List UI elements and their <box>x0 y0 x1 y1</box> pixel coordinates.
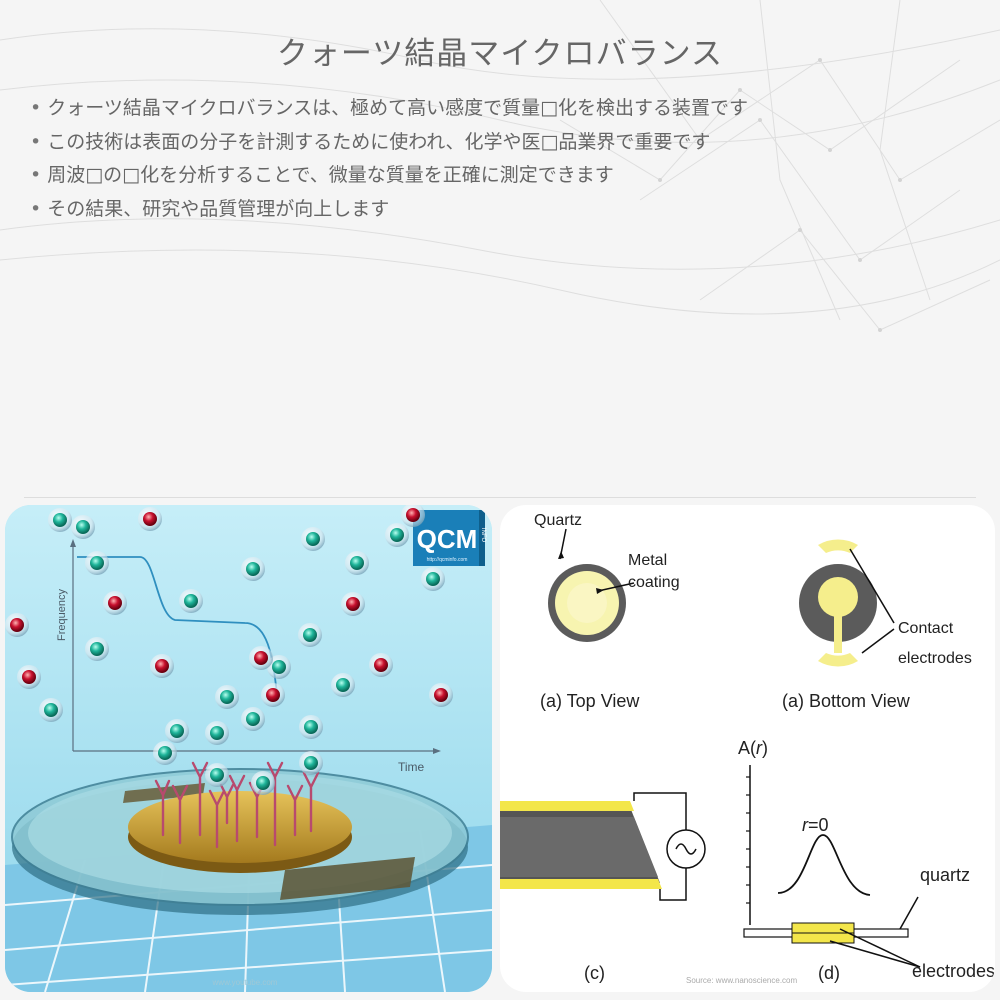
receptors <box>154 761 320 849</box>
label-contact-line-1: Contact <box>898 620 954 637</box>
side-view-crystal <box>500 801 662 889</box>
label-quartz-small: quartz <box>920 865 970 885</box>
page-title: クォーツ結晶マイクロバランス <box>276 36 724 72</box>
logo-side-text: INFO <box>480 528 486 543</box>
logo-text: QCM <box>417 524 478 554</box>
network-background <box>0 0 1000 332</box>
label-peak: r=0 <box>802 815 829 835</box>
qcm-illustration-svg: Frequency Time QCM INFO http://qcminfo.c… <box>5 505 492 992</box>
quartz-disk <box>11 768 469 915</box>
bottom-view-leaders <box>849 548 895 654</box>
caption-top-view: (a) Top View <box>540 691 640 711</box>
circuit-wires <box>633 792 706 901</box>
qcm-logo: QCM INFO http://qcminfo.com <box>413 510 486 566</box>
top-view-disk <box>548 564 626 642</box>
plot-ylabel: Frequency <box>56 589 68 641</box>
watermark: www.youtube.com <box>212 978 278 987</box>
qcm-illustration: Frequency Time QCM INFO http://qcminfo.c… <box>5 505 492 992</box>
amplitude-plot <box>743 765 921 968</box>
caption-c: (c) <box>584 963 605 983</box>
label-contact-line-2: electrodes <box>898 650 972 667</box>
bullet-item-4: その結果、研究や品質管理が向上します <box>30 193 970 227</box>
logo-url: http://qcminfo.com <box>427 557 468 563</box>
qcm-structure-diagram: Quartz Metal coating (a) Top View Contac… <box>500 505 995 992</box>
section-divider <box>24 497 976 498</box>
bullet-item-1: クォーツ結晶マイクロバランスは、極めて高い感度で質量□化を検出する装置です <box>30 92 970 126</box>
axis-label-a: A(r) <box>738 738 768 758</box>
label-metal-line-2: coating <box>628 574 680 591</box>
label-electrode: electrodes <box>912 961 995 981</box>
bullet-list: クォーツ結晶マイクロバランスは、極めて高い感度で質量□化を検出する装置です この… <box>30 92 970 226</box>
bullet-item-3: 周波□の□化を分析することで、微量な質量を正確に測定できます <box>30 159 970 193</box>
bottom-view-disk <box>799 539 877 667</box>
caption-d: (d) <box>818 963 840 983</box>
caption-bottom-view: (a) Bottom View <box>782 691 911 711</box>
label-metal-line-1: Metal <box>628 552 667 569</box>
plot-xlabel: Time <box>398 760 425 774</box>
qcm-structure-svg: Quartz Metal coating (a) Top View Contac… <box>500 512 995 985</box>
image-source: Source: www.nanoscience.com <box>686 976 798 985</box>
bullet-item-2: この技術は表面の分子を計測するために使われ、化学や医□品業界で重要です <box>30 126 970 160</box>
label-quartz: Quartz <box>534 512 582 529</box>
